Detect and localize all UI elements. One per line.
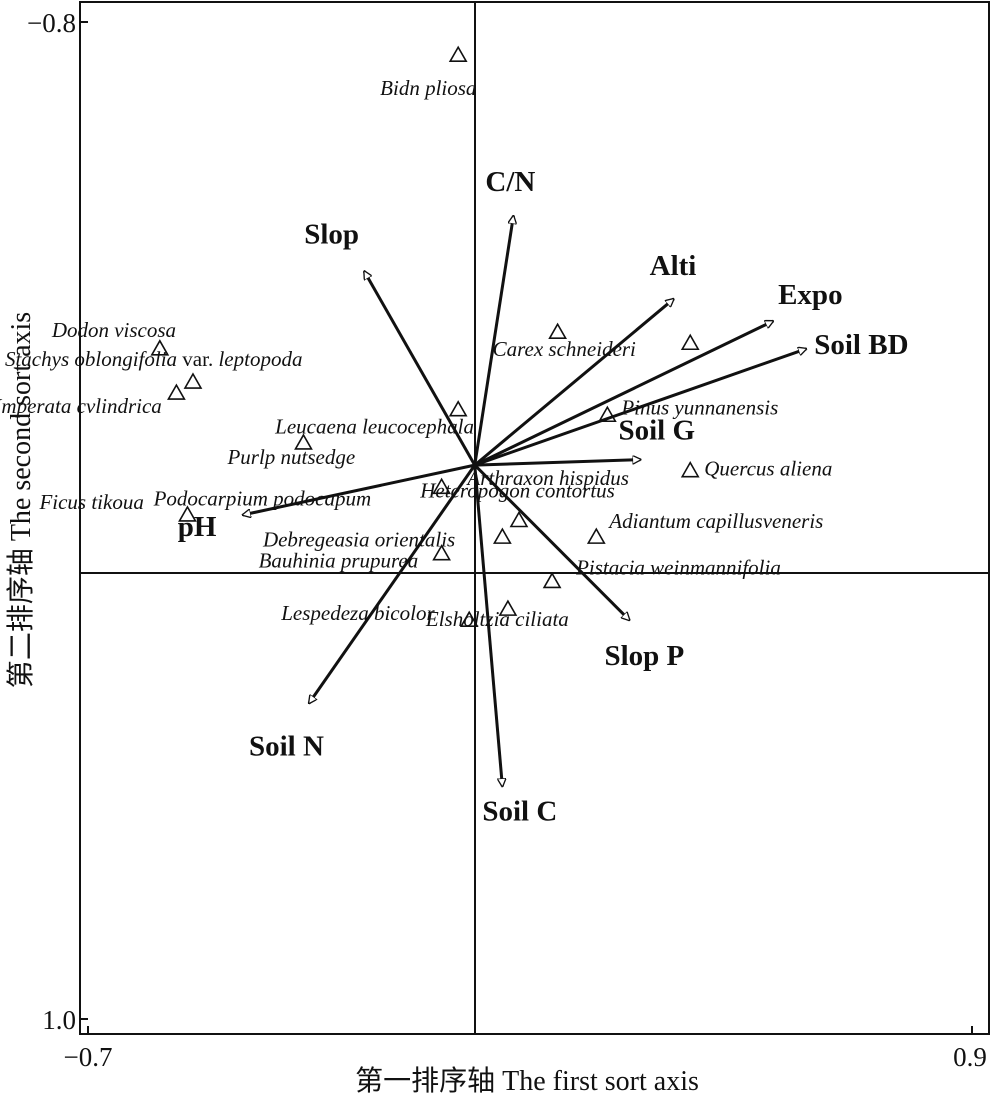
species-label: Heteropogon contortus bbox=[419, 478, 615, 502]
species-label: Adiantum capillusveneris bbox=[607, 509, 823, 533]
species-marker bbox=[509, 510, 529, 528]
species-label-part: leptopoda bbox=[218, 347, 302, 371]
species-marker bbox=[183, 372, 203, 389]
species-marker bbox=[586, 527, 606, 544]
species-label: Pinus yunnanensis bbox=[620, 395, 778, 419]
env-label-slop-p: Slop P bbox=[604, 640, 684, 672]
y-tick-label-bottom: 1.0 bbox=[42, 1005, 76, 1035]
env-label-c-n: C/N bbox=[485, 166, 535, 198]
arrow-slop-p bbox=[473, 464, 630, 620]
x-tick-label-left: −0.7 bbox=[64, 1042, 113, 1072]
species-label: Imperata cvlindrica bbox=[0, 394, 162, 418]
arrow-soil-n bbox=[309, 464, 476, 703]
species-label-part: Stachys oblongifolia bbox=[5, 347, 177, 371]
species-label: Carex schneideri bbox=[493, 337, 636, 361]
species-marker bbox=[448, 400, 468, 417]
env-label-soil-g: Soil G bbox=[619, 415, 696, 447]
species-label: Quercus aliena bbox=[704, 457, 832, 481]
species-marker bbox=[432, 477, 451, 495]
species-marker bbox=[597, 405, 617, 423]
x-axis-title: 第一排序轴 The first sort axis bbox=[355, 1065, 699, 1096]
species-marker bbox=[448, 45, 468, 63]
species-label: Leucaena leucocephala bbox=[274, 415, 474, 439]
species-label: Ficus tikoua bbox=[38, 490, 143, 514]
env-label-ph: pH bbox=[178, 511, 217, 543]
species-marker bbox=[294, 433, 313, 450]
species-marker bbox=[498, 599, 518, 616]
species-markers bbox=[150, 45, 700, 628]
arrow-c-n bbox=[473, 216, 514, 466]
species-label: Bidn pliosa bbox=[380, 76, 476, 100]
species-label-part: var. bbox=[177, 347, 218, 371]
arrow-soil-g bbox=[474, 460, 641, 467]
y-axis-title: 第二排序轴 The second sort axis bbox=[5, 312, 37, 688]
environmental-arrows bbox=[243, 216, 807, 787]
species-label: Dodon viscosa bbox=[51, 318, 176, 342]
species-marker bbox=[548, 322, 568, 339]
species-marker bbox=[432, 544, 451, 561]
species-label: Purlp nutsedge bbox=[226, 445, 355, 469]
arrow-slop bbox=[362, 271, 477, 466]
species-marker bbox=[680, 461, 700, 478]
arrow-soil-c bbox=[473, 464, 503, 786]
plot-frame bbox=[79, 1, 990, 1035]
env-label-soil-c: Soil C bbox=[482, 795, 557, 827]
species-marker bbox=[542, 571, 562, 589]
env-label-soil-n: Soil N bbox=[249, 730, 324, 762]
env-label-expo: Expo bbox=[778, 279, 842, 311]
species-label: Lespedeza bicolor bbox=[280, 601, 435, 625]
species-marker bbox=[167, 383, 186, 400]
species-label: Debregeasia orientalis bbox=[262, 528, 455, 552]
arrow-soil-bd bbox=[474, 349, 807, 467]
arrow-expo bbox=[474, 319, 773, 467]
arrow-alti bbox=[473, 299, 674, 467]
species-label: Bauhinia prupurea bbox=[259, 549, 419, 573]
species-marker bbox=[459, 610, 479, 628]
species-marker bbox=[492, 527, 512, 544]
species-marker bbox=[178, 505, 197, 522]
species-label: Pistacia weinmannifolia bbox=[575, 555, 781, 579]
species-label: Podocarpium podocapum bbox=[153, 486, 372, 510]
env-label-soil-bd: Soil BD bbox=[814, 329, 908, 361]
env-label-alti: Alti bbox=[650, 250, 697, 282]
species-label: Elsholtzia ciliata bbox=[425, 607, 569, 631]
arrow-ph bbox=[243, 463, 476, 515]
species-label: Stachys oblongifolia var. leptopoda bbox=[5, 347, 302, 371]
species-marker bbox=[680, 333, 700, 351]
species-label: Arthraxon hispidus bbox=[465, 466, 629, 490]
env-label-slop: Slop bbox=[304, 218, 359, 250]
species-marker bbox=[150, 339, 170, 356]
y-tick-label-top: −0.8 bbox=[27, 8, 76, 38]
x-tick-label-right: 0.9 bbox=[953, 1042, 987, 1072]
